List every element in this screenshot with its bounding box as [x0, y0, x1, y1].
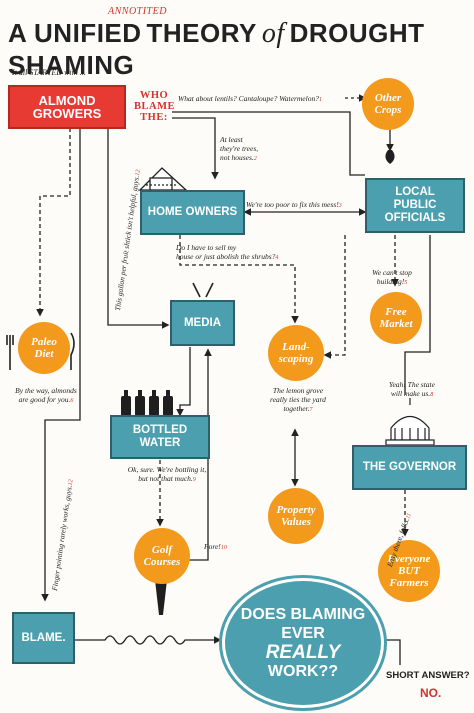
title-part-3: DROUGHT SHAMING	[8, 18, 425, 80]
note-state: Yeah! The state will make us.8	[389, 380, 435, 398]
note-trees: At least they're trees, not houses.2	[220, 135, 259, 162]
title-annotation: ANNOTITED	[108, 6, 167, 17]
note-cant-stop: We can't stop building!5	[372, 268, 412, 286]
tv-icon	[192, 282, 214, 298]
question-circle: DOES BLAMING EVER REALLY WORK??	[222, 578, 384, 708]
title-part-1: A UNIFIED	[8, 18, 142, 48]
local-officials-box: LOCAL PUBLIC OFFICIALS	[365, 178, 465, 233]
short-answer-label: SHORT ANSWER?	[386, 670, 470, 681]
property-values-circle: Property Values	[268, 488, 324, 544]
media-box: MEDIA	[170, 300, 235, 346]
note-too-poor: We're too poor to fix this mess!3	[246, 200, 342, 209]
page-title: A UNIFIED ANNOTITED THEORY of DROUGHT SH…	[8, 6, 468, 80]
golf-courses-circle: Golf Courses	[134, 528, 190, 584]
blame-box: BLAME.	[12, 612, 75, 664]
fork-knife-icon	[6, 332, 75, 370]
title-part-2: THEORY	[146, 18, 257, 48]
question-line-4: WORK??	[267, 663, 339, 680]
question-line-1: DOES BLAMING	[240, 606, 366, 623]
who-blame-label: WHO BLAME THE:	[134, 90, 176, 123]
line-officials-land	[323, 235, 346, 359]
line-officials-gov	[404, 235, 431, 395]
intro-text: It all STARTED with ...	[12, 68, 86, 77]
almond-growers-box: ALMOND GROWERS	[8, 85, 126, 129]
capitol-icon	[385, 398, 435, 446]
landscaping-circle: Land- scaping	[268, 325, 324, 381]
governor-box: THE GOVERNOR	[352, 445, 467, 490]
sprout-icon	[385, 150, 395, 164]
home-owners-box: HOME OWNERS	[140, 190, 245, 235]
line-almond-blame	[41, 128, 81, 602]
answer-no: NO.	[420, 686, 442, 700]
question-line-3: REALLY	[265, 642, 341, 663]
note-fore: Fore!10	[204, 542, 227, 551]
title-of: of	[261, 18, 285, 49]
everyone-but-farmers-circle: Everyone BUT Farmers	[378, 540, 440, 602]
line-media-bottled	[176, 347, 191, 417]
house-icon	[138, 167, 188, 191]
bottles-icon	[121, 390, 173, 416]
note-lemon: The lemon grove really ties the yard tog…	[270, 386, 326, 413]
note-bottling: Ok, sure. We're bottling it, but not tha…	[127, 465, 207, 483]
line-blame-question	[75, 635, 222, 645]
line-question-answer	[382, 639, 401, 665]
note-sell-house: Do I have to sell my house or just aboli…	[176, 243, 279, 261]
line-home-land	[179, 235, 299, 324]
question-line-2: EVER	[281, 625, 325, 642]
line-who-home	[172, 117, 219, 180]
paleo-diet-circle: Paleo Diet	[18, 322, 70, 374]
other-crops-circle: Other Crops	[362, 78, 414, 130]
free-market-circle: Free Market	[370, 292, 422, 344]
bottled-water-box: BOTTLED WATER	[110, 415, 210, 459]
line-who-officials	[172, 111, 365, 176]
note-lentils: What about lentils? Cantaloupe? Watermel…	[178, 94, 322, 103]
golf-tee-icon	[155, 580, 167, 615]
line-almond-media	[107, 128, 170, 329]
note-almonds-good: By the way, almonds are good for you.6	[15, 386, 77, 404]
line-almond-paleo	[36, 128, 71, 317]
